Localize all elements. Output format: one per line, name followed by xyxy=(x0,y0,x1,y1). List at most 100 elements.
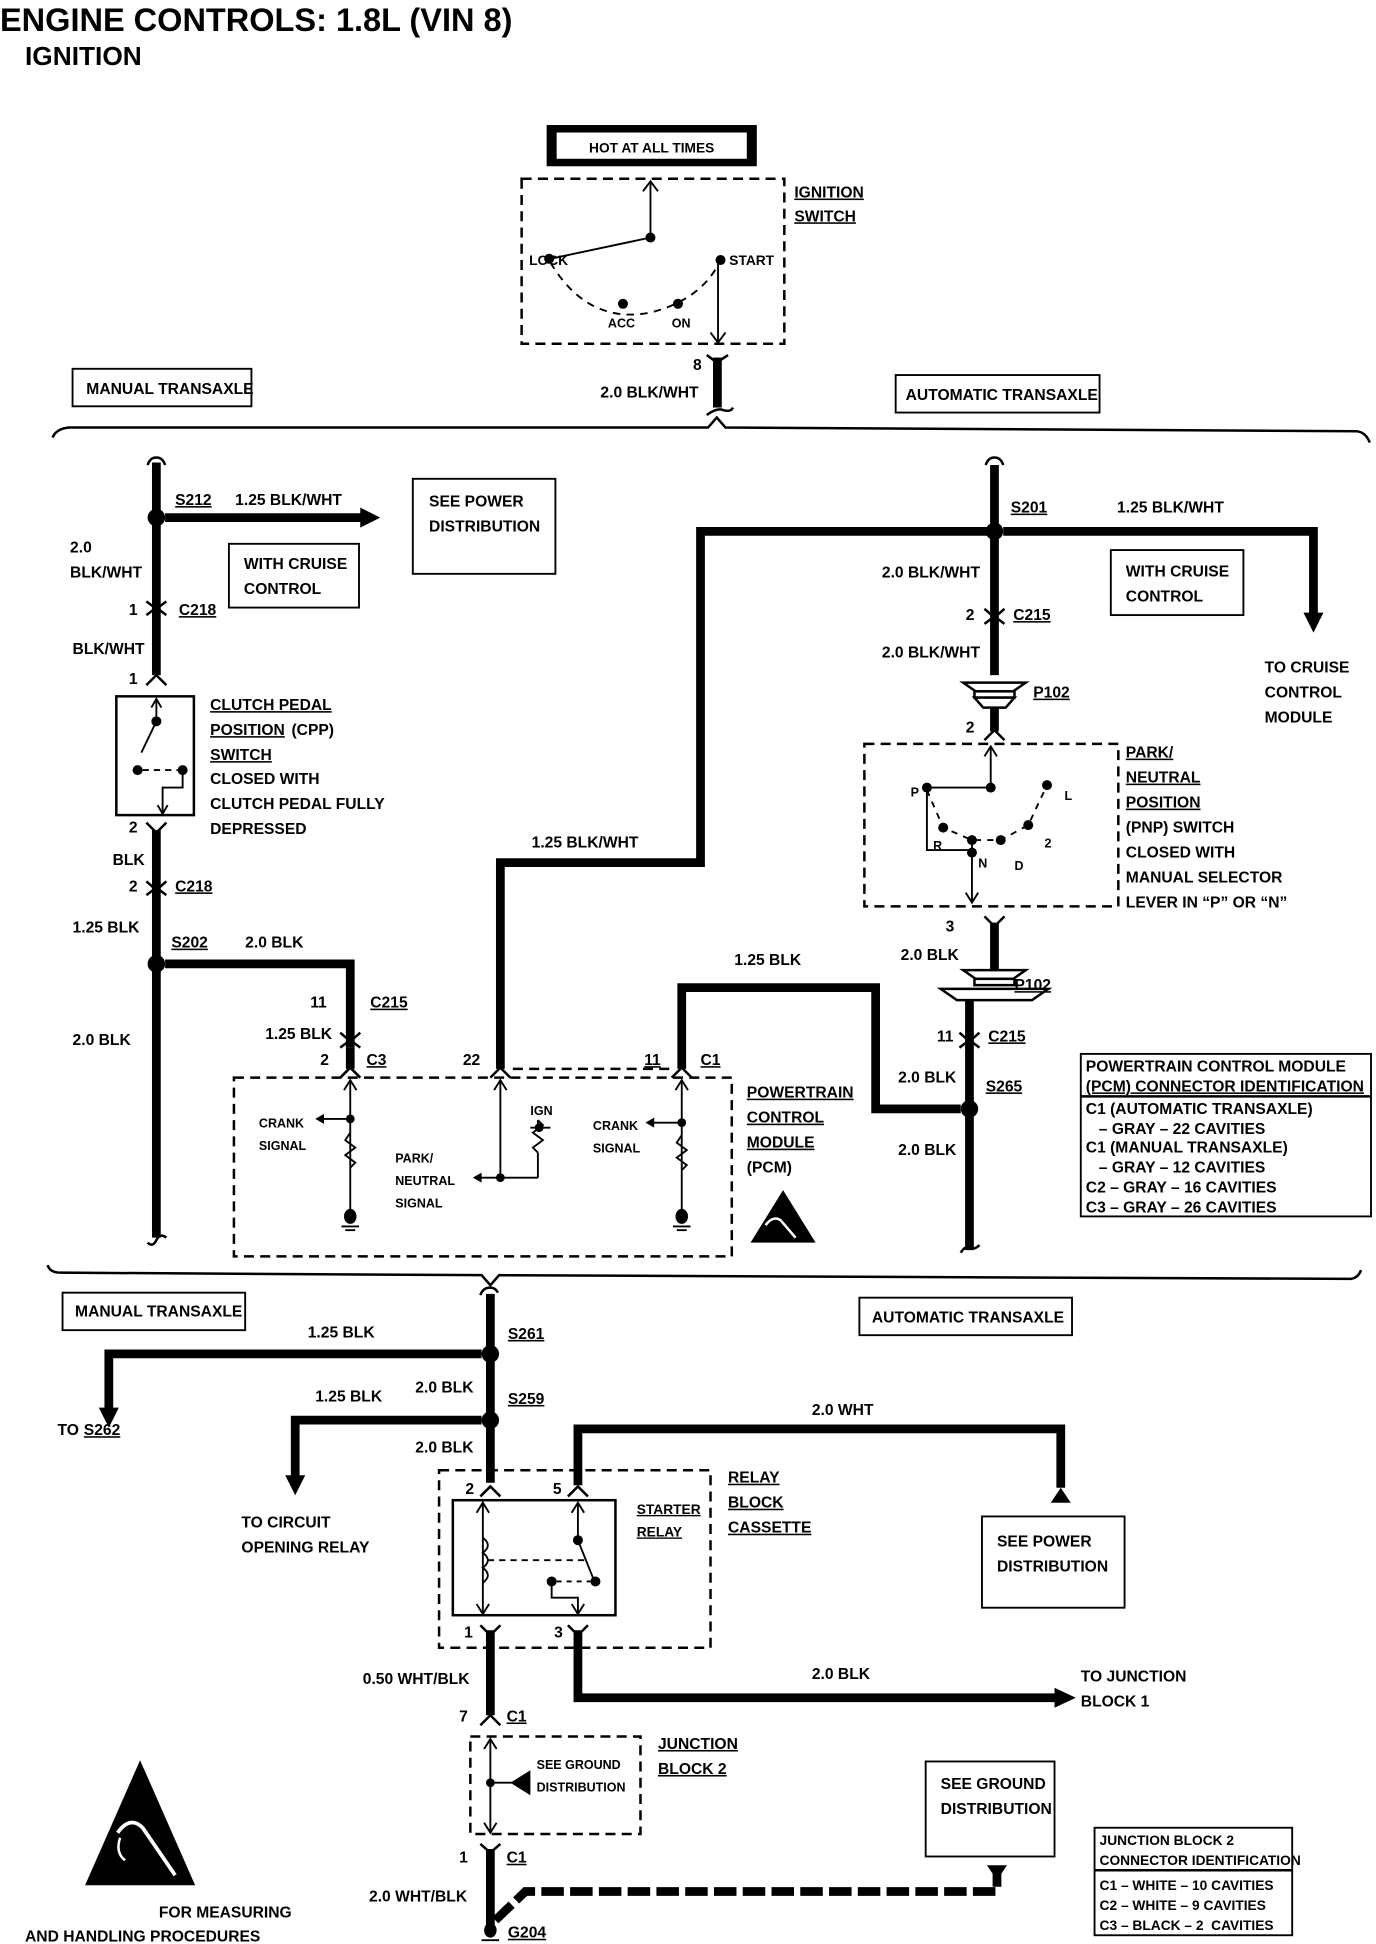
pnp-switch: P R N D 2 L xyxy=(863,742,1120,908)
pnp-name-1: PARK/ xyxy=(1126,745,1174,762)
pn-3: SIGNAL xyxy=(395,1197,443,1211)
pnp-name-4: (PNP) SWITCH xyxy=(1126,820,1235,837)
pn-1: PARK/ xyxy=(395,1152,434,1166)
pn-2: NEUTRAL xyxy=(395,1174,455,1188)
pcm-id-row: C2 – GRAY – 16 CAVITIES xyxy=(1086,1180,1277,1197)
cruise-manual-1: WITH CRUISE xyxy=(244,556,347,573)
pcm-name-3: MODULE xyxy=(747,1135,815,1152)
to-cor-1: TO CIRCUIT xyxy=(241,1515,331,1532)
esd-text-1: FOR MEASURING xyxy=(159,1905,292,1922)
jb-connector-c1b: C1 xyxy=(507,1850,527,1867)
manual-wire-e: 2.0 BLK xyxy=(245,935,304,952)
pnp-desc-1: CLOSED WITH xyxy=(1126,845,1235,862)
cpp-name-4: SWITCH xyxy=(210,747,272,764)
splice-s261: S261 xyxy=(508,1326,545,1343)
automatic-transaxle-label-box xyxy=(894,374,1101,414)
to-s262-link: S262 xyxy=(84,1422,121,1439)
pnp-desc-2: MANUAL SELECTOR xyxy=(1126,870,1283,887)
pnp-2: 2 xyxy=(1045,837,1052,851)
wire-wht: 2.0 WHT xyxy=(812,1402,874,1419)
see-power-top-2: DISTRIBUTION xyxy=(429,518,540,535)
pnp-l: L xyxy=(1065,789,1073,803)
c215-pin11: 11 xyxy=(310,995,327,1012)
pnp-pin2: 2 xyxy=(966,720,975,737)
splice-s212: S212 xyxy=(175,492,212,509)
section-divider-top xyxy=(51,415,1371,444)
ignition-switch: LOCK ACC ON START xyxy=(520,177,786,346)
jb-pin7: 7 xyxy=(459,1708,468,1725)
manual-transaxle-label-box-2 xyxy=(61,1291,247,1332)
pnp-r: R xyxy=(933,839,942,853)
c3-pin2: 2 xyxy=(320,1052,329,1069)
splice-s259: S259 xyxy=(508,1391,545,1408)
auto-wire-b: 2.0 BLK/WHT xyxy=(882,645,981,662)
cpp-pin1: 1 xyxy=(129,671,138,688)
starter-relay-1: STARTER xyxy=(637,1502,701,1517)
cassette-1: RELAY xyxy=(728,1470,780,1487)
crank1-1: CRANK xyxy=(259,1117,304,1131)
auto-wire-a: 2.0 BLK/WHT xyxy=(882,565,981,582)
splice-s201: S201 xyxy=(1011,500,1048,517)
see-power-box-top xyxy=(411,477,557,575)
auto-wire-c: 2.0 BLK xyxy=(901,947,960,964)
ignition-switch-name: IGNITION xyxy=(794,185,863,202)
auto-wire-d: 2.0 BLK xyxy=(898,1070,957,1087)
connector-c215b: C215 xyxy=(988,1028,1026,1045)
crank1-2: SIGNAL xyxy=(259,1139,307,1153)
pnp-p: P xyxy=(911,785,919,799)
cpp-name-3: (CPP) xyxy=(291,722,334,739)
jb-pin1: 1 xyxy=(459,1850,468,1867)
see-ground-1: SEE GROUND xyxy=(941,1776,1046,1793)
cruise-manual-2: CONTROL xyxy=(244,581,322,598)
pnp-name-2: NEUTRAL xyxy=(1126,770,1201,787)
bottom-wire-c: 0.50 WHT/BLK xyxy=(363,1671,471,1688)
splice-s265: S265 xyxy=(986,1078,1023,1095)
cruise-auto-1: WITH CRUISE xyxy=(1126,563,1229,580)
pnp-pin3: 3 xyxy=(946,918,955,935)
cruise-auto-2: CONTROL xyxy=(1126,588,1204,605)
pcm-module xyxy=(232,1065,734,1258)
starter-relay-2: RELAY xyxy=(637,1524,682,1539)
ign-label: IGN xyxy=(530,1104,552,1118)
ignition-pin: 8 xyxy=(693,357,702,374)
junction-block-2 xyxy=(469,1735,1007,1942)
relay-block-cassette xyxy=(437,1468,712,1649)
cassette-2: BLOCK xyxy=(728,1495,784,1512)
auto-wire-e: 2.0 BLK xyxy=(898,1142,957,1159)
esd-text-2: AND HANDLING PROCEDURES xyxy=(25,1929,260,1944)
jb-ground-2: DISTRIBUTION xyxy=(537,1780,626,1794)
crank2-1: CRANK xyxy=(593,1119,638,1133)
jb-id-title-1: JUNCTION BLOCK 2 xyxy=(1100,1833,1235,1848)
to-cruise-3: MODULE xyxy=(1265,710,1333,727)
relay-output-wires xyxy=(479,1624,1076,1727)
wire-to-s262: 1.25 BLK xyxy=(308,1325,376,1342)
c218-pin1: 1 xyxy=(129,602,138,619)
bottom-wire-d: 2.0 WHT/BLK xyxy=(369,1888,468,1905)
esd-warning-icon-small xyxy=(750,1190,816,1243)
pcm-name-2: CONTROL xyxy=(747,1110,825,1127)
manual-wire-b: BLK/WHT xyxy=(73,641,146,658)
hot-at-all-times-badge: HOT AT ALL TIMES xyxy=(546,125,757,167)
connector-c215-left: C215 xyxy=(370,995,408,1012)
passthrough-p102: P102 xyxy=(1033,685,1070,702)
wire-to-cor: 1.25 BLK xyxy=(315,1388,383,1405)
jb-name-1: JUNCTION xyxy=(658,1736,738,1753)
automatic-transaxle-label: AUTOMATIC TRANSAXLE xyxy=(906,387,1098,404)
connector-c215-right: C215 xyxy=(1013,607,1051,624)
cpp-name-1: CLUTCH PEDAL xyxy=(210,697,332,714)
lock-label: LOCK xyxy=(529,253,568,268)
center-blkwht-wire xyxy=(495,526,995,1069)
jb-id-title-2: CONNECTOR IDENTIFICATION xyxy=(1100,1853,1301,1868)
pcm-pin22-connector xyxy=(489,1065,512,1079)
page-subtitle: IGNITION xyxy=(25,41,142,71)
relay-pin3: 3 xyxy=(554,1625,563,1642)
cassette-3: CASSETTE xyxy=(728,1520,811,1537)
automatic-lower-wire xyxy=(670,915,1053,1254)
acc-label: ACC xyxy=(608,317,635,331)
ground-g204: G204 xyxy=(508,1925,547,1942)
automatic-transaxle-label-2: AUTOMATIC TRANSAXLE xyxy=(872,1310,1064,1327)
manual-wire-f: 1.25 BLK xyxy=(265,1026,333,1043)
s201-branch-wire: 1.25 BLK/WHT xyxy=(1117,500,1224,517)
connector-c1: C1 xyxy=(701,1052,721,1069)
